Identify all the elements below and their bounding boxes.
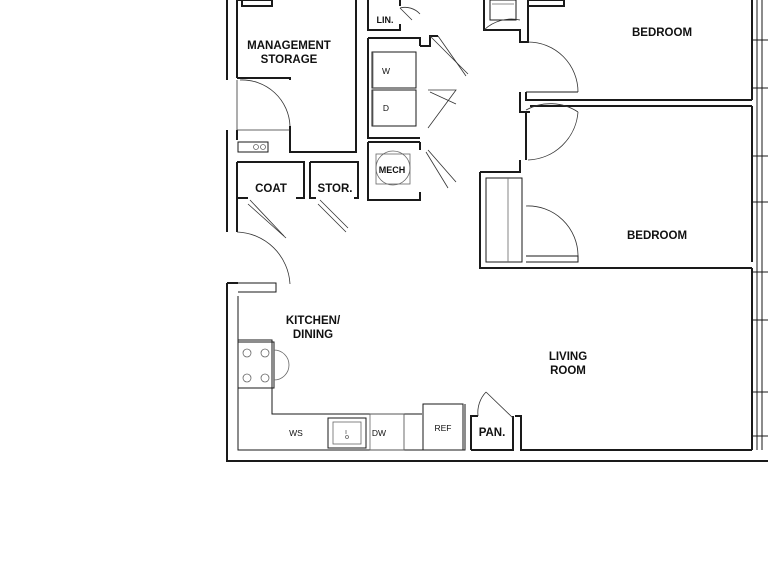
kitchen-dining-label-2: DINING xyxy=(293,329,333,341)
refrigerator-label: REF xyxy=(435,423,452,433)
bedroom-2-label: BEDROOM xyxy=(627,230,687,242)
management-storage-room: MANAGEMENT STORAGE xyxy=(236,0,357,153)
bedroom-1-label: BEDROOM xyxy=(632,27,692,39)
kitchen-dining-label-1: KITCHEN/ xyxy=(286,315,341,327)
linen-label: LIN. xyxy=(377,15,394,25)
living-room: LIVING ROOM xyxy=(549,351,587,377)
coat-label: COAT xyxy=(255,183,287,195)
management-storage-label-2: STORAGE xyxy=(261,54,318,66)
bedroom-1: BEDROOM xyxy=(519,27,752,113)
bathroom-area xyxy=(483,0,565,43)
pantry: PAN. xyxy=(470,391,752,451)
dishwasher-label: DW xyxy=(372,428,386,438)
storage-closet: STOR. xyxy=(309,161,359,233)
washer xyxy=(371,51,417,89)
storage-label: STOR. xyxy=(318,183,353,195)
bedroom-2: BEDROOM xyxy=(479,103,752,269)
laundry-closet: W D xyxy=(367,35,469,139)
range xyxy=(237,341,275,389)
windows xyxy=(752,39,768,437)
pantry-label: PAN. xyxy=(479,427,506,439)
coat-closet: COAT xyxy=(236,161,305,239)
entry-door xyxy=(227,231,291,293)
dryer-label: D xyxy=(383,103,389,113)
sink xyxy=(327,417,367,449)
mechanical-label: MECH xyxy=(379,165,406,175)
management-storage-label-1: MANAGEMENT xyxy=(247,40,331,52)
living-room-label-2: ROOM xyxy=(550,365,586,377)
linen-closet: LIN. xyxy=(367,0,421,31)
living-room-label-1: LIVING xyxy=(549,351,587,363)
mechanical-closet: MECH xyxy=(367,141,457,201)
wall-storage-label: WS xyxy=(289,428,303,438)
kitchen-dining: KITCHEN/ DINING WS DW REF xyxy=(237,315,464,451)
electrical-panel xyxy=(237,141,269,153)
washer-label: W xyxy=(382,66,390,76)
dryer xyxy=(371,89,417,127)
refrigerator xyxy=(422,403,464,451)
